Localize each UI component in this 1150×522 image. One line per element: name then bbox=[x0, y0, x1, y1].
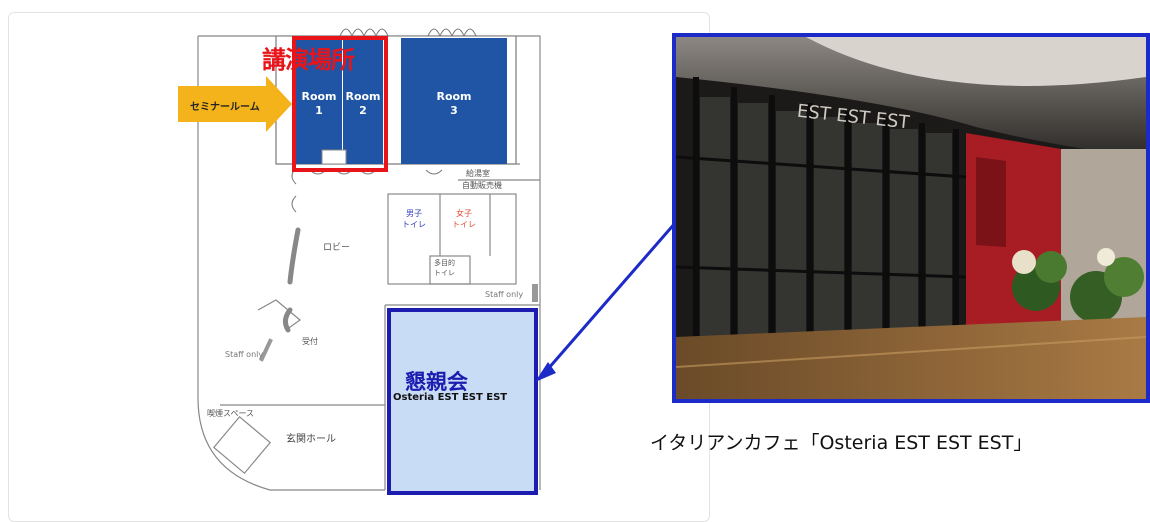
floor-plan-drawing bbox=[178, 28, 678, 495]
seminar-room-label: セミナールーム bbox=[190, 102, 260, 113]
party-label: 懇親会 bbox=[405, 370, 468, 394]
room-3-number: 3 bbox=[450, 104, 458, 117]
connector-arrowhead bbox=[535, 362, 556, 382]
womens-toilet-label: 女子 トイレ bbox=[452, 208, 476, 230]
mens-toilet-line2: トイレ bbox=[402, 220, 426, 229]
room-1-area bbox=[296, 38, 342, 164]
floor-plan: 講演場所 セミナールーム Room 1 Room 2 Room 3 給湯室 自動… bbox=[178, 28, 678, 495]
lecture-venue-highlight bbox=[292, 36, 388, 172]
womens-toilet-line2: トイレ bbox=[452, 220, 476, 229]
entrance-hall-label: 玄関ホール bbox=[286, 434, 336, 445]
restaurant-label: Osteria EST EST EST bbox=[393, 392, 508, 403]
mens-toilet-line1: 男子 bbox=[406, 209, 422, 218]
room-2-area bbox=[343, 38, 383, 164]
room-1-number: 1 bbox=[315, 104, 323, 117]
vending-label: 自動販売機 bbox=[462, 181, 502, 190]
smoking-area-label: 喫煙スペース bbox=[207, 409, 255, 418]
multi-toilet-line2: トイレ bbox=[434, 269, 455, 277]
multi-toilet-line1: 多目的 bbox=[434, 259, 455, 267]
staff-only-right-label: Staff only bbox=[485, 290, 524, 299]
room-2-number: 2 bbox=[359, 104, 367, 117]
photo-caption: イタリアンカフェ「Osteria EST EST EST」 bbox=[650, 432, 1033, 454]
restaurant-photo: EST EST EST bbox=[672, 33, 1150, 403]
staff-only-left-label: Staff only bbox=[225, 350, 264, 359]
seminar-room-arrow bbox=[178, 76, 292, 132]
room-3-name: Room bbox=[436, 90, 472, 103]
kitchen-label: 給湯室 bbox=[466, 169, 490, 178]
reception-label: 受付 bbox=[302, 337, 318, 346]
lobby-label: ロビー bbox=[323, 243, 351, 253]
multi-toilet-label: 多目的 トイレ bbox=[434, 258, 455, 278]
room-1-name: Room bbox=[301, 90, 337, 103]
outer-wall-left bbox=[197, 36, 385, 491]
room-3-area bbox=[401, 38, 507, 164]
storefront-image: EST EST EST bbox=[676, 37, 1146, 399]
room-2-name: Room bbox=[345, 90, 381, 103]
room-2-label: Room 2 bbox=[340, 90, 386, 118]
womens-toilet-line1: 女子 bbox=[456, 209, 472, 218]
room-1-label: Room 1 bbox=[296, 90, 342, 118]
room-3-label: Room 3 bbox=[431, 90, 477, 118]
party-venue-highlight bbox=[387, 308, 538, 495]
mens-toilet-label: 男子 トイレ bbox=[402, 208, 426, 230]
connector-line bbox=[539, 221, 678, 378]
lecture-venue-label: 講演場所 bbox=[262, 46, 355, 74]
